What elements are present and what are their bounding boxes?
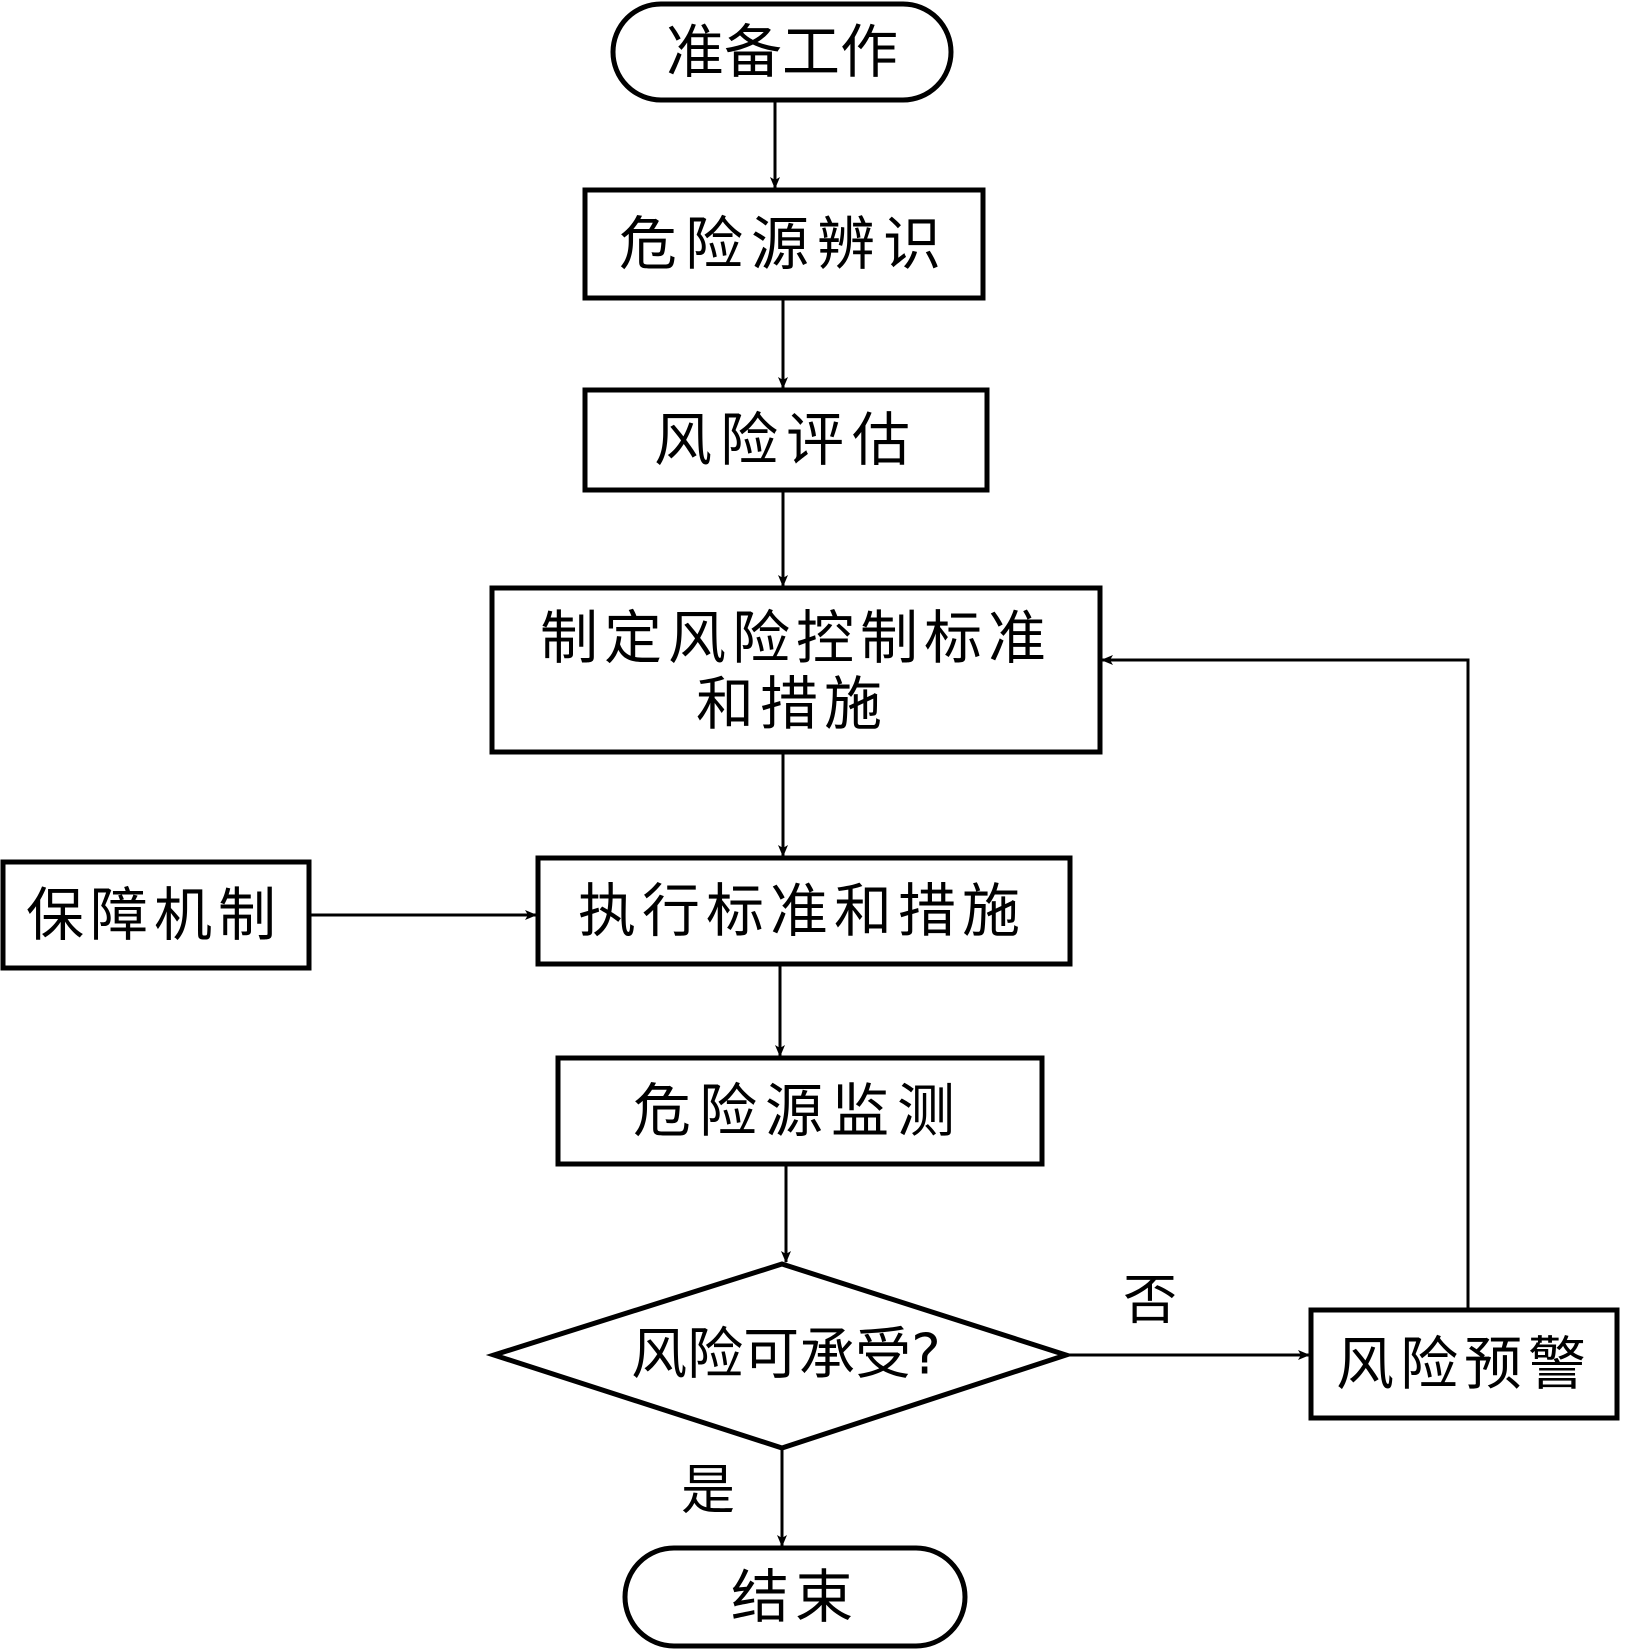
yes-branch-label: 是 — [681, 1459, 735, 1522]
control-standards-label-line2: 和措施 — [696, 670, 888, 738]
execute-measures-box: 执行标准和措施 — [535, 855, 1073, 967]
hazard-identification-box: 危险源辨识 — [582, 187, 986, 301]
risk-assessment-box: 风险评估 — [582, 387, 990, 493]
control-standards-label-line1: 制定风险控制标准 — [540, 604, 1052, 672]
no-branch-label: 否 — [1123, 1269, 1177, 1332]
start-label: 准备工作 — [666, 18, 898, 86]
control-standards-box: 制定风险控制标准 和措施 — [489, 585, 1103, 755]
hazard-monitoring-label: 危险源监测 — [633, 1077, 963, 1145]
risk-warning-box: 风险预警 — [1308, 1307, 1620, 1421]
guarantee-mechanism-box: 保障机制 — [0, 859, 312, 971]
risk-warning-label: 风险预警 — [1336, 1330, 1592, 1398]
hazard-identification-label: 危险源辨识 — [619, 210, 949, 278]
arrow-warning-to-standards — [1101, 655, 1470, 1310]
end-label: 结束 — [731, 1563, 859, 1631]
risk-assessment-label: 风险评估 — [654, 406, 918, 474]
execute-measures-label: 执行标准和措施 — [578, 877, 1026, 945]
connectors — [309, 100, 1470, 1547]
guarantee-mechanism-label: 保障机制 — [26, 881, 282, 949]
hazard-monitoring-box: 危险源监测 — [555, 1055, 1045, 1167]
end-node: 结束 — [622, 1545, 968, 1649]
start-node: 准备工作 — [610, 1, 954, 103]
risk-acceptable-decision: 风险可承受? — [485, 1261, 1075, 1451]
risk-acceptable-label: 风险可承受? — [631, 1323, 941, 1388]
